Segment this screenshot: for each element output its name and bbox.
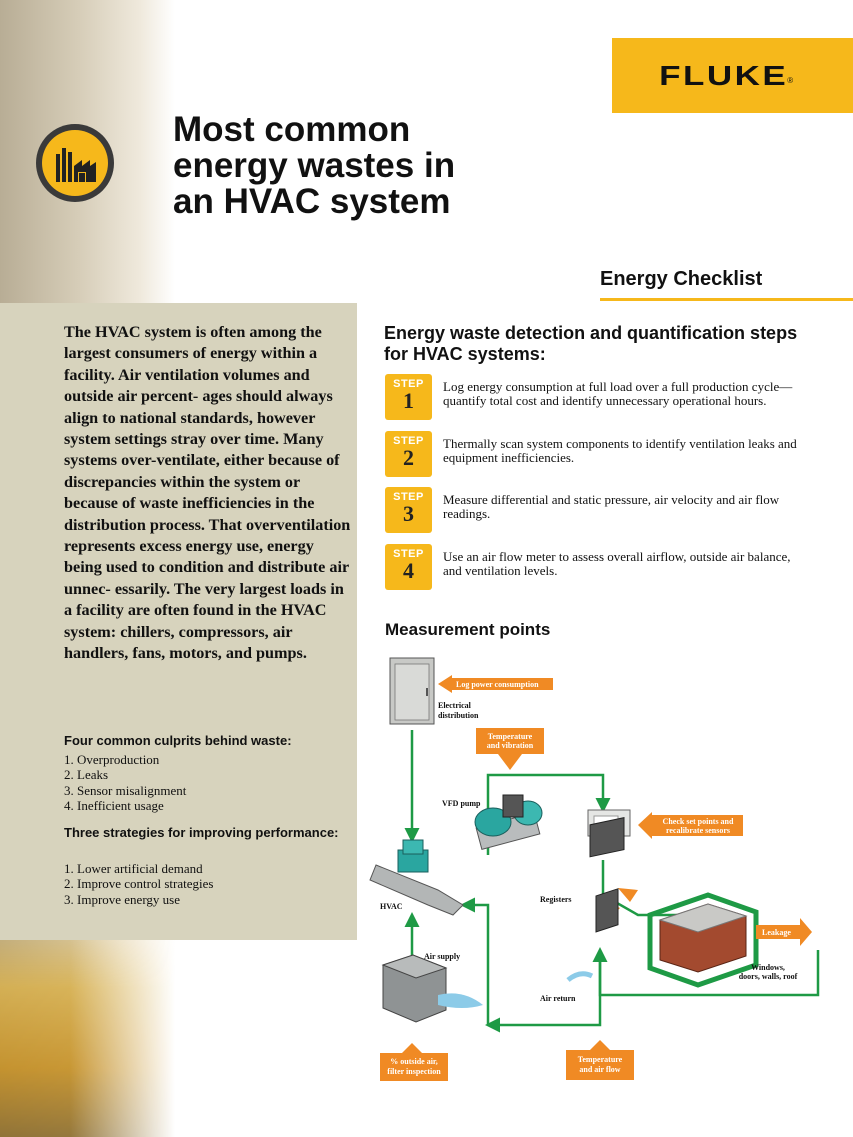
step-badge: STEP 3 [385, 487, 432, 533]
hvac-unit-icon [369, 839, 464, 916]
list-item: 1. Lower artificial demand [64, 861, 203, 876]
building-icon [647, 892, 759, 988]
step-4: STEP 4 Use an air flow meter to assess o… [385, 544, 805, 590]
step-word: STEP [393, 548, 424, 560]
svg-text:recalibrate sensors: recalibrate sensors [666, 826, 730, 835]
label-hvac: HVAC [380, 902, 403, 911]
label-vfd: VFD pump [442, 799, 481, 808]
callout-set-points: Check set points and recalibrate sensors [638, 812, 743, 839]
list-item: 2. Leaks [64, 767, 109, 783]
section-rule [600, 298, 853, 301]
label-air-return: Air return [540, 994, 576, 1003]
step-text: Log energy consumption at full load over… [443, 379, 793, 408]
logo-registered-mark: ® [787, 76, 794, 85]
step-number: 3 [403, 501, 414, 526]
label-windows: doors, walls, roof [739, 972, 798, 981]
electrical-cabinet-icon [389, 657, 435, 725]
title-line: energy wastes in [173, 146, 456, 185]
svg-text:% outside air,: % outside air, [390, 1057, 438, 1066]
svg-text:Leakage: Leakage [762, 928, 791, 937]
list-item: 3. Sensor misalignment [64, 782, 187, 798]
svg-text:Temperature: Temperature [488, 732, 533, 741]
list-item: 4. Inefficient usage [64, 798, 164, 814]
measurement-diagram: Log power consumption Temperature and vi… [369, 657, 820, 1081]
step-text: Thermally scan system components to iden… [443, 436, 797, 465]
step-3: STEP 3 Measure differential and static p… [385, 487, 805, 533]
label-electrical: Electrical [438, 701, 472, 710]
industrial-photo-fade [0, 907, 175, 1137]
step-word: STEP [393, 378, 424, 390]
step-number: 2 [403, 445, 414, 470]
intro-panel [0, 303, 357, 940]
callout-log-power: Log power consumption [438, 675, 553, 693]
svg-text:and vibration: and vibration [487, 741, 534, 750]
section-label: Energy Checklist [600, 268, 763, 290]
svg-text:Temperature: Temperature [578, 1055, 623, 1064]
air-supply-unit-icon [381, 954, 483, 1023]
label-windows: Windows, [751, 963, 785, 972]
measurement-heading: Measurement points [385, 620, 551, 639]
list-item: 3. Improve energy use [64, 891, 181, 907]
svg-text:filter inspection: filter inspection [387, 1067, 441, 1076]
list-item: 1. Overproduction [64, 752, 160, 767]
steps-heading: Energy waste detection and quantificatio… [384, 323, 798, 364]
list-item: 2. Improve control strategies [64, 876, 214, 892]
step-2: STEP 2 Thermally scan system components … [385, 431, 805, 477]
brand-logo: FLUKE ® [612, 38, 853, 113]
step-word: STEP [393, 435, 424, 447]
factory-badge [36, 124, 114, 202]
step-badge: STEP 2 [385, 431, 432, 477]
step-word: STEP [393, 491, 424, 503]
svg-text:Check set points and: Check set points and [663, 817, 734, 826]
intro-paragraph: The HVAC system is often among the large… [64, 323, 351, 663]
strategies-list: 1. Lower artificial demand 2. Improve co… [64, 861, 349, 907]
step-text: Measure differential and static pressure… [443, 492, 780, 521]
step-badge: STEP 1 [385, 374, 432, 420]
label-electrical: distribution [438, 711, 479, 720]
step-number: 1 [403, 388, 414, 413]
culprits-list: 1. Overproduction 2. Leaks 3. Sensor mis… [64, 752, 349, 814]
label-registers: Registers [540, 895, 572, 904]
callout-leakage: Leakage [756, 918, 812, 946]
callout-temp-airflow: Temperature and air flow [566, 1040, 634, 1080]
step-text: Use an air flow meter to assess overall … [443, 549, 791, 578]
strategies-heading: Three strategies for improving performan… [64, 825, 339, 840]
title-line: an HVAC system [173, 182, 451, 221]
svg-text:Log power consumption: Log power consumption [456, 680, 539, 689]
air-return-grille-icon [566, 888, 619, 982]
page-title: Most common energy wastes in an HVAC sys… [173, 112, 573, 220]
step-badge: STEP 4 [385, 544, 432, 590]
step-number: 4 [403, 558, 414, 583]
culprits-heading: Four common culprits behind waste: [64, 733, 292, 748]
vfd-pump-icon [474, 794, 543, 851]
callout-outside-air: % outside air, filter inspection [380, 1043, 448, 1081]
step-1: STEP 1 Log energy consumption at full lo… [385, 374, 805, 420]
svg-text:and air flow: and air flow [579, 1065, 620, 1074]
logo-text: FLUKE [658, 59, 789, 91]
label-air-supply: Air supply [424, 952, 460, 961]
factory-icon [56, 148, 96, 182]
title-line: Most common [173, 110, 411, 149]
callout-temp-vibration: Temperature and vibration [476, 728, 544, 770]
